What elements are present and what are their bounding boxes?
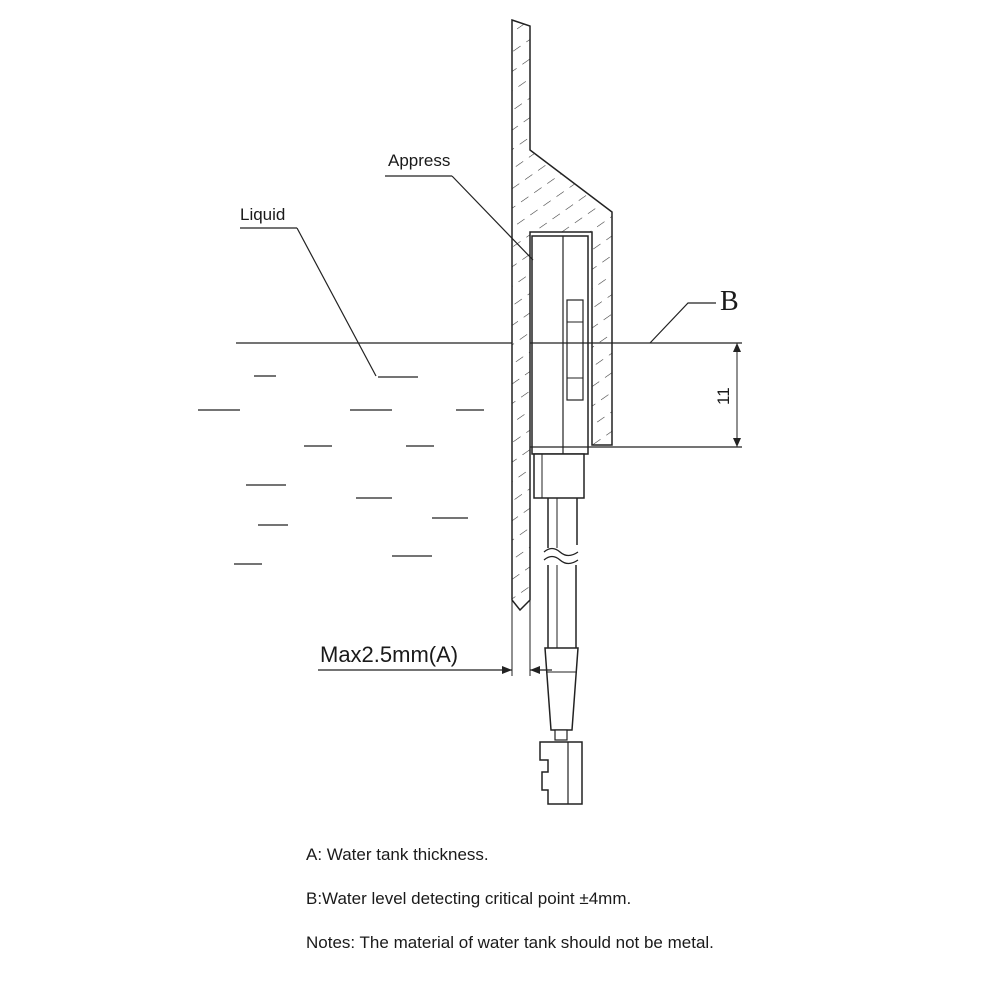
note-a: A: Water tank thickness. [306,845,489,864]
dimension-11-label: 11 [714,387,733,405]
b-label: B [720,286,739,317]
sensor-cable [543,498,579,648]
cable-connector [539,647,583,805]
liquid-label: Liquid [240,205,285,224]
tank-wall [511,18,613,612]
note-material: Notes: The material of water tank should… [306,933,714,952]
note-b: B:Water level detecting critical point ±… [306,889,631,908]
leader-lines [240,175,716,377]
max-thickness-label: Max2.5mm(A) [320,642,458,667]
appress-label: Appress [388,151,450,170]
liquid-area [198,342,512,565]
sensor-body [531,235,589,499]
detection-level-lines [530,342,742,448]
thickness-dimension [318,600,552,676]
